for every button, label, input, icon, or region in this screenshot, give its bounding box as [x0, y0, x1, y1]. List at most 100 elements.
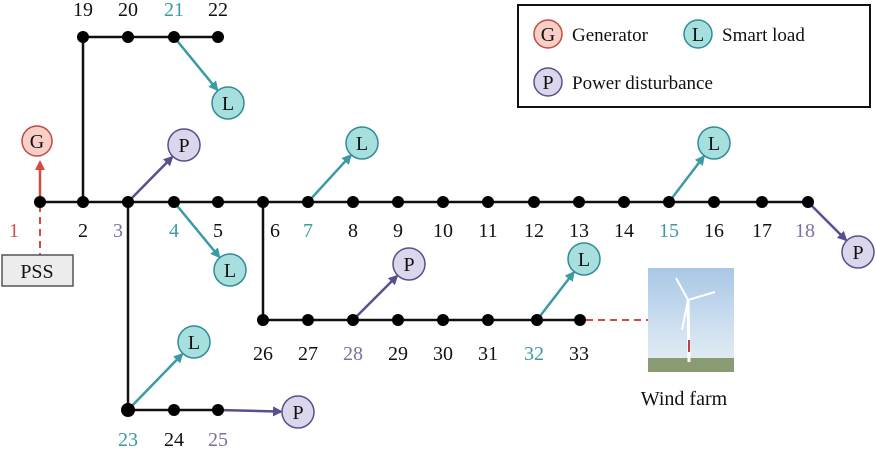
bus-node-32	[531, 314, 543, 326]
generator-legend-symbol: G	[541, 24, 555, 46]
bus-label-30: 30	[433, 343, 453, 365]
bus-label-22: 22	[208, 0, 228, 21]
smart-load-symbol-7: L	[356, 133, 368, 155]
bus-label-16: 16	[704, 220, 724, 242]
wind-farm-photo	[648, 268, 734, 372]
smart-load-icon-21	[211, 86, 245, 120]
wind-farm-group: Wind farm	[586, 268, 734, 410]
bus-label-26: 26	[253, 343, 273, 365]
smart-load-icon-7	[345, 126, 379, 160]
bus-label-28: 28	[343, 343, 363, 365]
bus-node-8	[347, 196, 359, 208]
bus-label-6: 6	[270, 220, 280, 242]
bus-node-5	[212, 196, 224, 208]
power-disturbance-icon-25	[281, 395, 315, 429]
bus-node-22	[212, 31, 224, 43]
power-disturbance-symbol-25: P	[292, 402, 303, 424]
legend: G Generator L Smart load P Power disturb…	[517, 4, 871, 108]
dist-3-arrow	[127, 155, 174, 203]
bus-label-2: 2	[78, 220, 88, 242]
load-15-arrow	[668, 154, 705, 203]
bus-label-10: 10	[433, 220, 453, 242]
bus-label-19: 19	[73, 0, 93, 21]
load-32-arrow	[536, 270, 575, 321]
smart-load-symbol-23: L	[188, 332, 200, 354]
power-disturbance-legend-icon	[533, 67, 563, 97]
dist-28-arrow	[352, 274, 399, 321]
power-disturbance-symbol-18: P	[852, 242, 863, 264]
power-disturbance-icon-3	[167, 128, 201, 162]
bus-node-20	[122, 31, 134, 43]
bus-label-13: 13	[569, 220, 589, 242]
generator-symbol: G	[30, 131, 44, 153]
bus-label-24: 24	[164, 429, 184, 449]
smart-load-symbol-15: L	[708, 133, 720, 155]
bus-label-14: 14	[614, 220, 634, 242]
smart-load-icon-32	[567, 242, 601, 276]
bus-label-31: 31	[478, 343, 498, 365]
smart-load-symbol-32: L	[578, 249, 590, 271]
bus-node-16	[708, 196, 720, 208]
power-disturbance-icon-28	[392, 247, 426, 281]
bus-node-17	[756, 196, 768, 208]
bus-node-7	[302, 196, 314, 208]
bus-node-30	[437, 314, 449, 326]
smart-load-icon-15	[697, 126, 731, 160]
bus-node-25	[212, 404, 224, 416]
bus-node-14	[618, 196, 630, 208]
bus-label-1: 1	[9, 220, 19, 242]
bus-node-2	[77, 196, 89, 208]
bus-node-6	[257, 196, 269, 208]
load-7-arrow	[307, 154, 352, 203]
bus-label-7: 7	[303, 220, 313, 242]
power-disturbance-legend-symbol: P	[542, 72, 553, 94]
bus-node-4	[168, 196, 180, 208]
bus-label-11: 11	[478, 220, 497, 242]
bus-label-29: 29	[388, 343, 408, 365]
smart-load-symbol-21: L	[222, 93, 234, 115]
power-disturbance-symbol-28: P	[403, 254, 414, 276]
bus-node-13	[573, 196, 585, 208]
bus-node-26	[257, 314, 269, 326]
pss-box	[1, 254, 74, 287]
bus-label-27: 27	[298, 343, 318, 365]
smart-load-legend-symbol: L	[692, 24, 704, 46]
bus-layer	[34, 31, 814, 417]
load-23-arrow	[127, 352, 184, 411]
bus-node-24	[168, 404, 180, 416]
generator-icon	[21, 125, 53, 157]
bus-node-15	[663, 196, 675, 208]
bus-node-27	[302, 314, 314, 326]
device-layer: L L L L L L P P P P	[127, 36, 875, 429]
bus-label-25: 25	[208, 429, 228, 449]
bus-node-31	[482, 314, 494, 326]
bus-label-8: 8	[348, 220, 358, 242]
smart-load-legend-icon	[683, 19, 713, 49]
generator-legend-icon	[533, 19, 563, 49]
wind-farm-label: Wind farm	[641, 388, 728, 410]
smart-load-legend-label: Smart load	[722, 25, 805, 46]
bus-node-23	[121, 403, 135, 417]
bus-node-28	[347, 314, 359, 326]
bus-label-4: 4	[169, 220, 179, 242]
bus-label-3: 3	[113, 220, 123, 242]
power-disturbance-legend-label: Power disturbance	[572, 73, 713, 94]
wind-turbine-icon	[675, 277, 716, 363]
bus-node-10	[437, 196, 449, 208]
bus-node-21	[168, 31, 180, 43]
bus-node-33	[574, 314, 586, 326]
pss-label: PSS	[20, 261, 53, 283]
bus-label-20: 20	[118, 0, 138, 21]
bus-node-18	[802, 196, 814, 208]
dist-25-arrow	[217, 406, 284, 417]
bus-node-9	[392, 196, 404, 208]
bus-label-12: 12	[524, 220, 544, 242]
generator-legend-label: Generator	[572, 25, 649, 46]
wind-farm-ground	[648, 358, 734, 372]
power-disturbance-symbol-3: P	[178, 135, 189, 157]
smart-load-symbol-4: L	[224, 260, 236, 282]
bus-label-15: 15	[659, 220, 679, 242]
branch-19-22-line	[81, 35, 218, 202]
